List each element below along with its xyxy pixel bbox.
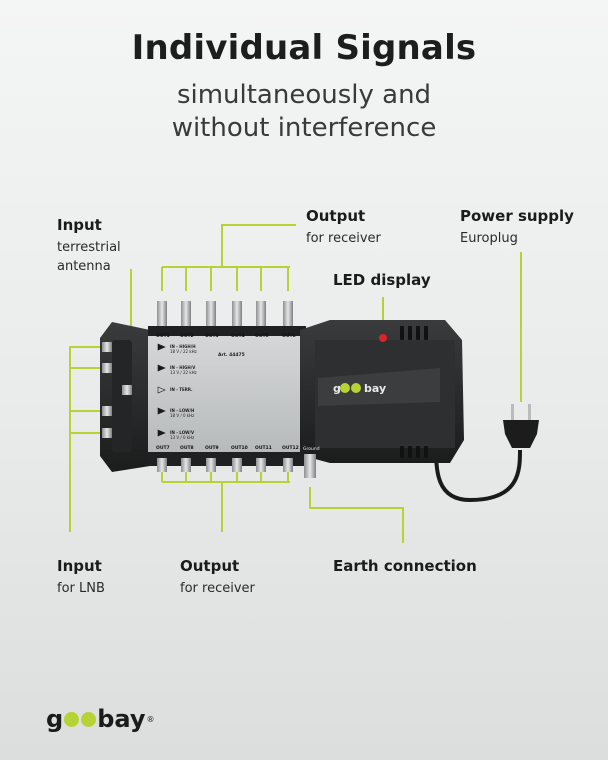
- svg-text:g: g: [333, 382, 341, 395]
- svg-text:bay: bay: [364, 382, 386, 395]
- input-arrow: [157, 407, 166, 415]
- input-arrow: [157, 386, 166, 394]
- input-arrow: [157, 343, 166, 351]
- article-number: Art. 44475: [218, 352, 245, 358]
- bottom-port-label: OUT12: [282, 445, 299, 451]
- switch-panel: [148, 326, 306, 466]
- ground-terminal: Ground: [303, 446, 320, 478]
- top-port-label: OUT4: [231, 333, 245, 339]
- input-name-label: IN - TERR.: [170, 387, 193, 392]
- input-arrow: [157, 429, 166, 437]
- input-spec-label: 18 V / 0 kHz: [170, 413, 194, 418]
- top-port-label: OUT3: [205, 333, 219, 339]
- led-indicator: [379, 334, 387, 342]
- bottom-port-connector: [283, 458, 293, 472]
- bottom-port-connector: [232, 458, 242, 472]
- bottom-port-label: OUT9: [205, 445, 219, 451]
- bottom-port-connector: [256, 458, 266, 472]
- top-port-connector: [256, 301, 266, 326]
- top-port-label: OUT1: [156, 333, 170, 339]
- input-name-label: IN - HIGH/V: [170, 365, 196, 370]
- bottom-port-label: OUT10: [231, 445, 248, 451]
- bottom-port-connector: [181, 458, 191, 472]
- callout-led-display: LED display: [333, 271, 431, 289]
- top-port-label: OUT2: [180, 333, 194, 339]
- top-port-connector: [206, 301, 216, 326]
- page-subtitle-line-1: simultaneously and: [176, 80, 432, 110]
- callout-earth-connection: Earth connection: [333, 557, 477, 575]
- callout-lines: [69, 224, 522, 543]
- input-spec-label: 13 V / 0 kHz: [170, 435, 194, 440]
- input-spec-label: 13 V / 22 kHz: [170, 370, 197, 375]
- svg-text:Ground: Ground: [303, 446, 320, 452]
- callout-output-bottom: Output for receiver: [180, 557, 255, 596]
- input-name-label: IN - LOW/H: [170, 408, 194, 413]
- top-port-connector: [181, 301, 191, 326]
- input-arrow: [157, 364, 166, 372]
- bottom-port-connector: [157, 458, 167, 472]
- bottom-port-connector: [206, 458, 216, 472]
- housing-brand: g goobay bay: [318, 368, 440, 406]
- page-subtitle-line-2: without interference: [171, 113, 437, 143]
- callout-power-supply: Power supply Europlug: [460, 207, 574, 246]
- top-port-connector: [232, 301, 242, 326]
- top-port-connector: [157, 301, 167, 326]
- top-port-label: OUT6: [282, 333, 296, 339]
- page-title: Individual Signals: [131, 28, 477, 68]
- left-housing: [100, 322, 150, 472]
- bottom-port-label: OUT7: [156, 445, 170, 451]
- lnb-input-connectors: [102, 342, 132, 438]
- callout-output-top: Output for receiver: [306, 207, 381, 246]
- callout-input-lnb: Input for LNB: [57, 557, 105, 596]
- top-port-connector: [283, 301, 293, 326]
- bottom-port-label: OUT11: [255, 445, 272, 451]
- input-name-label: IN - HIGH/H: [170, 344, 196, 349]
- bottom-port-label: OUT8: [180, 445, 194, 451]
- europlug: [503, 404, 539, 448]
- top-port-label: OUT5: [255, 333, 269, 339]
- input-spec-label: 18 V / 22 kHz: [170, 349, 197, 354]
- input-name-label: IN - LOW/V: [170, 430, 195, 435]
- power-cable: [434, 444, 522, 503]
